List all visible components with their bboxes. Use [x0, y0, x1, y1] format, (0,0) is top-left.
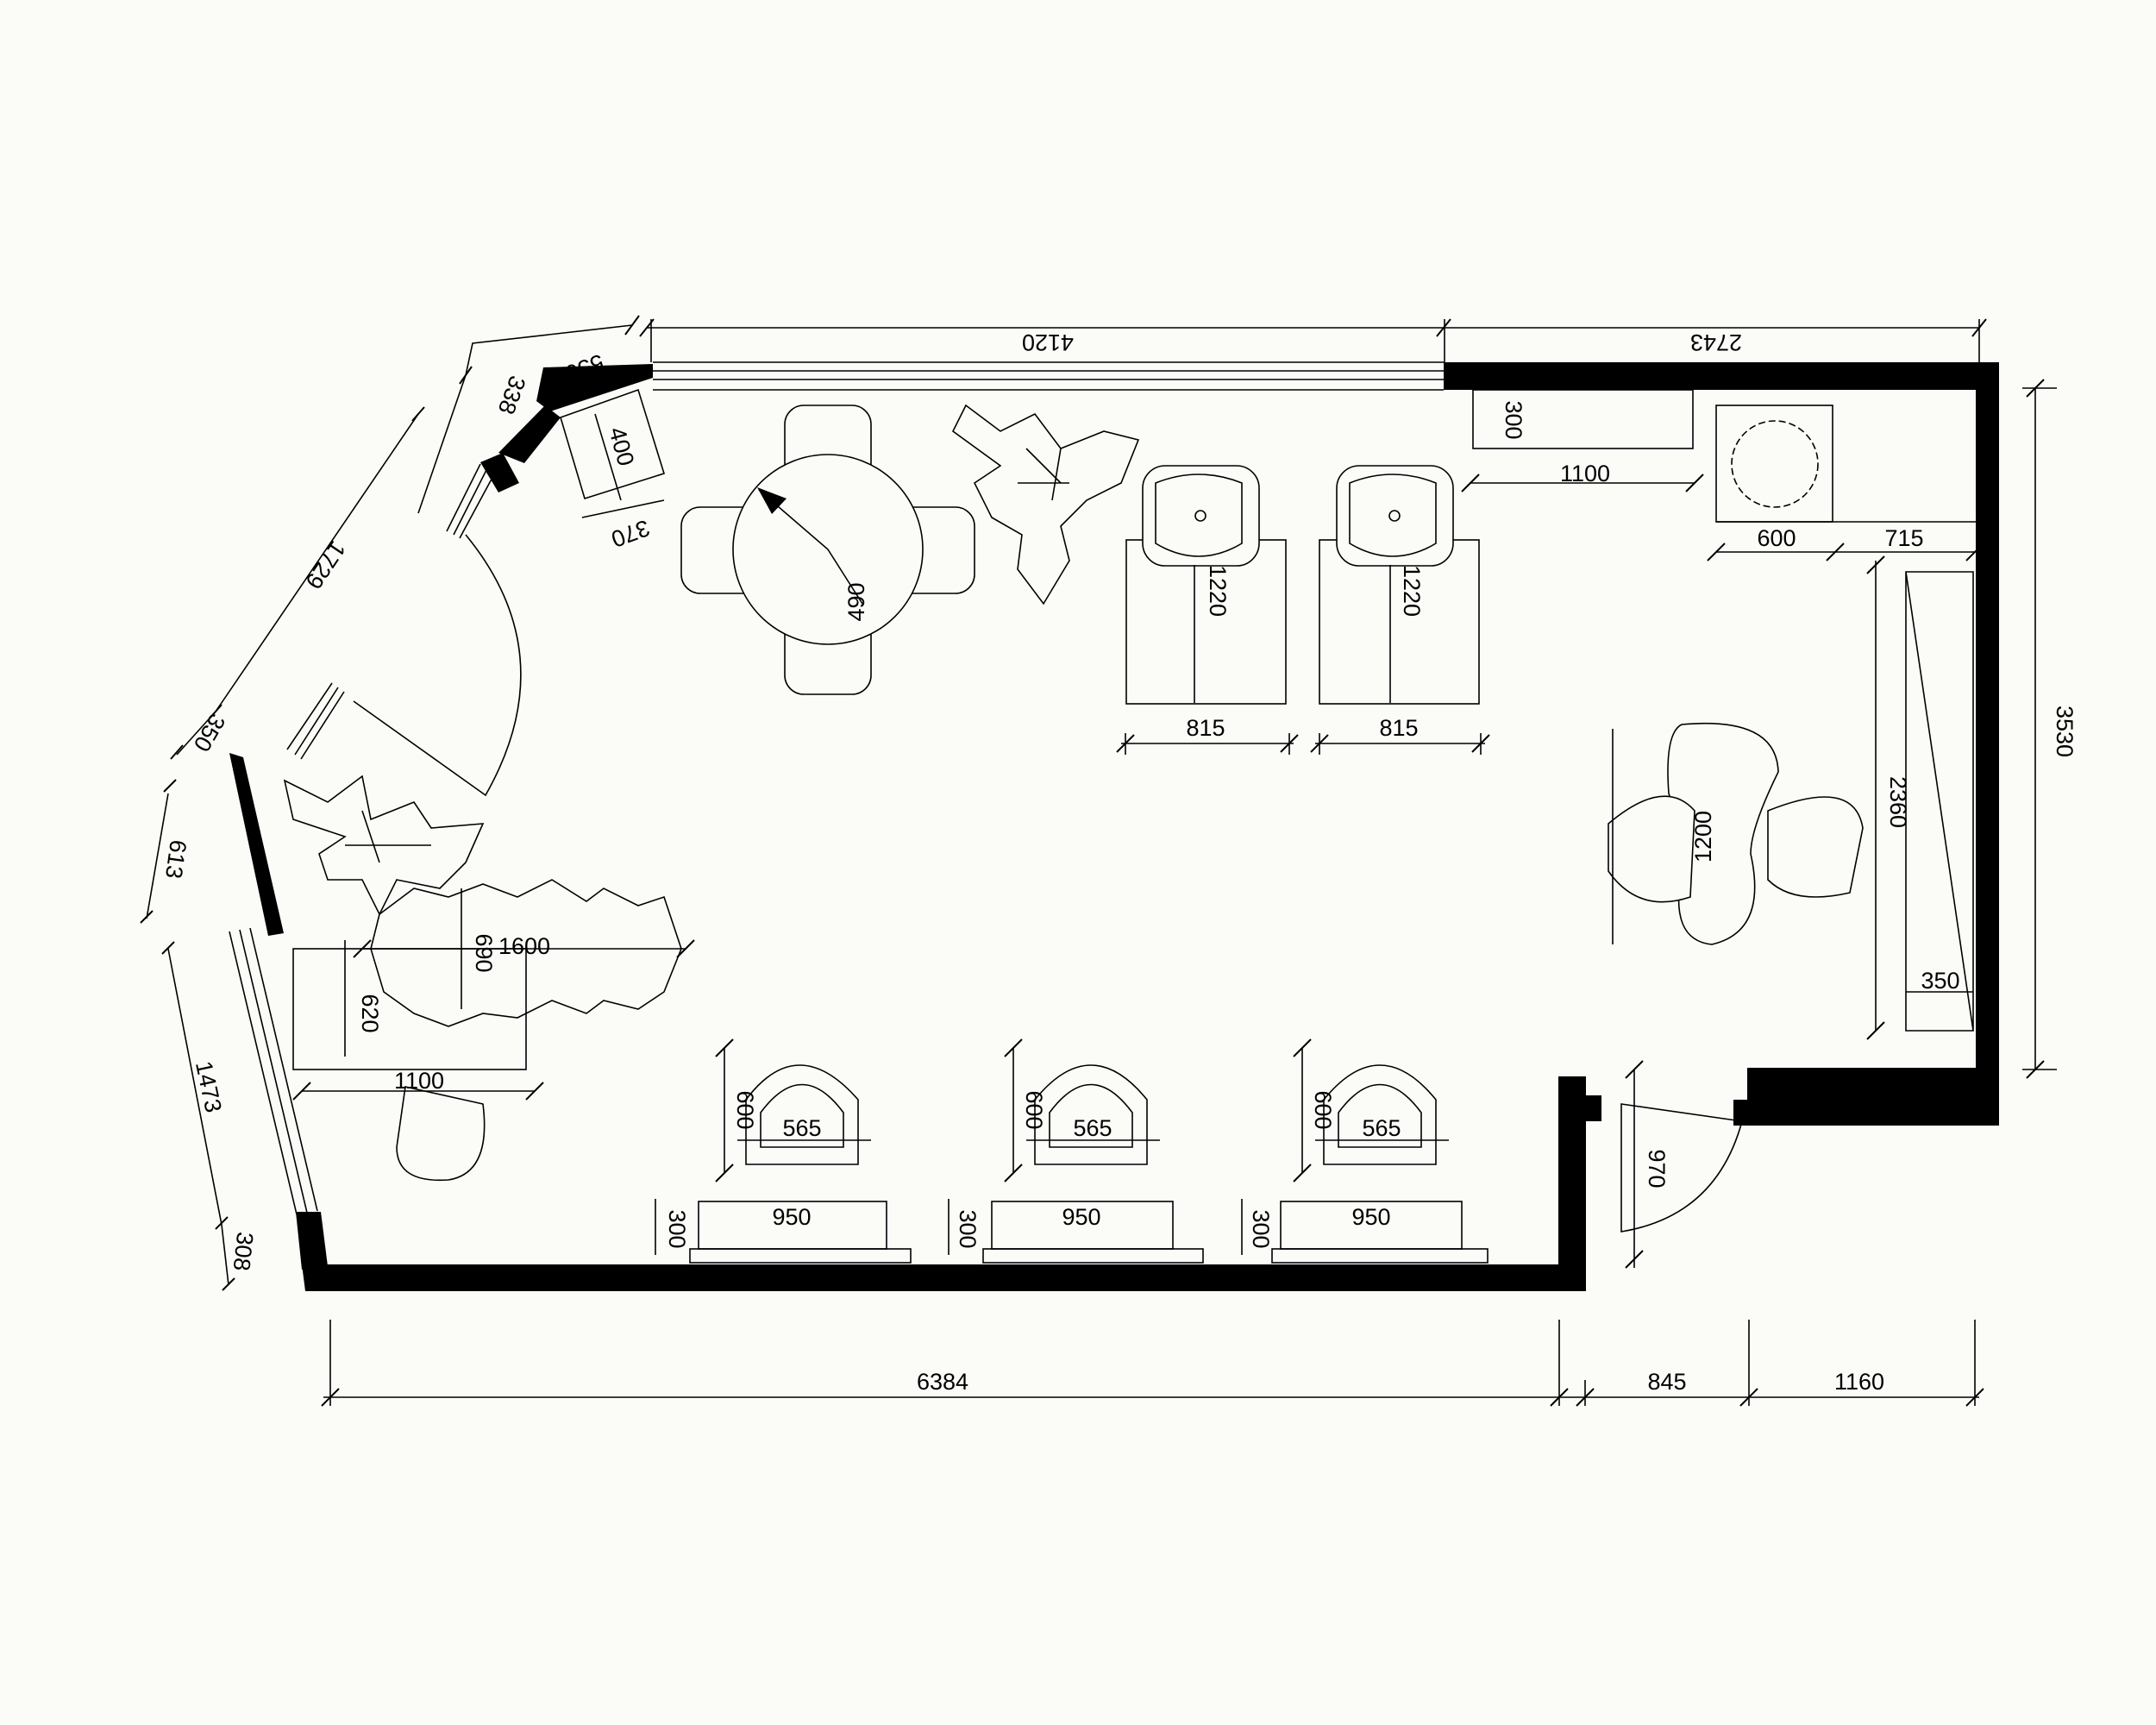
fridge [1715, 405, 1833, 523]
mirror-station [689, 1201, 912, 1264]
dim-mirror-950-b: 950 [1062, 1204, 1100, 1230]
mirror-station [982, 1201, 1204, 1264]
dim-top-right: 2743 [1690, 329, 1742, 355]
dim-wash-815-a: 815 [1186, 715, 1225, 741]
lounge [1608, 722, 1864, 945]
dim-reception-690: 690 [471, 933, 497, 972]
upper-left-wall [498, 405, 561, 463]
left-window [286, 682, 345, 760]
dim-reception-1600: 1600 [498, 933, 550, 959]
dim-fridge-600: 600 [1757, 525, 1796, 551]
dimension-lines [140, 315, 2057, 1407]
dim-cabinet-2360: 2360 [1885, 776, 1911, 828]
dim-mirror-300-c: 300 [1248, 1209, 1274, 1248]
wash-station [1125, 465, 1287, 705]
dim-mirror-300-b: 300 [955, 1209, 981, 1248]
dim-left-1729: 1729 [300, 536, 350, 594]
dim-right-height: 3530 [2052, 706, 2078, 757]
dim-chair-565-b: 565 [1073, 1115, 1112, 1141]
radius-arrow [758, 489, 863, 605]
dim-wash-815-b: 815 [1379, 715, 1418, 741]
radius-arrowhead [757, 487, 787, 514]
dim-table-radius: 490 [843, 582, 869, 621]
left-lower-wall [229, 753, 284, 936]
top-window [653, 361, 1444, 391]
dim-bottom-main: 6384 [917, 1369, 968, 1395]
entry-door-swing [1620, 1103, 1744, 1233]
long-left-window [229, 927, 318, 1215]
wall-shelf [1472, 389, 1694, 449]
dim-chair-600-a: 600 [732, 1090, 758, 1129]
dim-cabinet-350: 350 [1921, 968, 1959, 994]
walls [229, 362, 1999, 1291]
reception-desk [370, 879, 682, 1027]
doors [353, 534, 1744, 1233]
door-jamb [1733, 1100, 1749, 1126]
top-right-wall [1444, 362, 1999, 390]
upper-left-wall [536, 364, 653, 411]
dim-left-350: 350 [189, 709, 231, 756]
windows [229, 361, 1444, 1215]
wash-station [1319, 465, 1480, 705]
dim-shelf-1100: 1100 [1560, 461, 1610, 486]
dim-reception-1100: 1100 [394, 1068, 444, 1094]
tall-cabinet [1905, 571, 1974, 1032]
mirror-station [1271, 1201, 1489, 1264]
bottom-wall [302, 1076, 1586, 1291]
dim-top-left: 4120 [1022, 329, 1074, 355]
bottom-right-wall [1747, 386, 1999, 1126]
dim-left-1473: 1473 [191, 1059, 227, 1115]
upper-left-wall [480, 453, 519, 492]
reception-chair [396, 1086, 486, 1182]
door-jamb [1586, 1095, 1601, 1121]
dim-bottom-right: 1160 [1834, 1369, 1884, 1395]
side-door-swing [353, 534, 522, 797]
dim-entry-door: 970 [1644, 1149, 1670, 1188]
left-lower-wall [296, 1212, 328, 1270]
lounge-chair [1608, 795, 1695, 903]
dim-chair-600-c: 600 [1310, 1090, 1336, 1129]
dim-left-338: 338 [493, 373, 531, 418]
plant [283, 775, 682, 1027]
dim-left-613: 613 [160, 838, 191, 881]
dim-left-308: 308 [229, 1231, 259, 1272]
dim-wash-1220-a: 1220 [1205, 565, 1231, 617]
lounge-chair [1767, 796, 1864, 898]
dim-chair-565-a: 565 [782, 1115, 821, 1141]
round-table-group [680, 405, 975, 695]
dim-mirror-300-a: 300 [664, 1209, 690, 1248]
dim-reception-620: 620 [357, 994, 383, 1032]
dim-chair-600-b: 600 [1021, 1090, 1047, 1129]
dim-lounge-1200: 1200 [1690, 811, 1716, 862]
plant [951, 404, 1140, 605]
dim-mirror-950-a: 950 [772, 1204, 811, 1230]
upper-left-window [446, 463, 496, 539]
dim-mirror-950-c: 950 [1351, 1204, 1390, 1230]
dim-chair-565-c: 565 [1362, 1115, 1401, 1141]
dimension-labels: 4120 2743 3530 6384 845 1160 550 338 172… [160, 329, 2078, 1395]
dim-fridge-715: 715 [1884, 525, 1923, 551]
small-counter [560, 388, 665, 500]
dim-bottom-door: 845 [1647, 1369, 1686, 1395]
dim-wash-1220-b: 1220 [1399, 565, 1425, 617]
dim-shelf-300: 300 [1501, 400, 1526, 439]
dim-counter-370: 370 [608, 515, 654, 553]
